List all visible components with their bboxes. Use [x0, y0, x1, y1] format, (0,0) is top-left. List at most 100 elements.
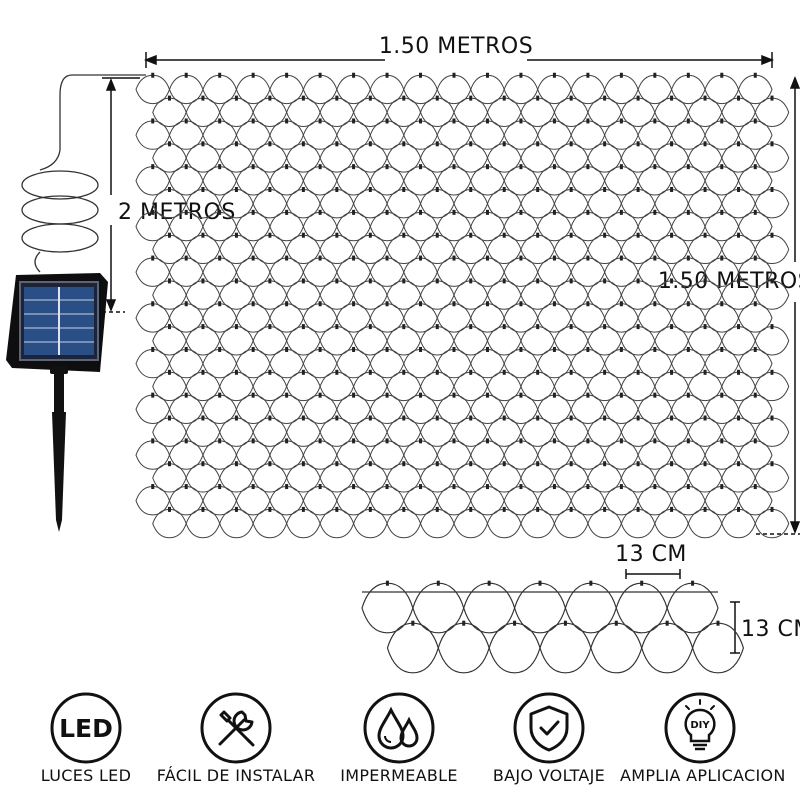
led-bulb — [589, 580, 593, 586]
led-bulb — [586, 118, 590, 124]
led-bulb — [402, 324, 406, 330]
led-bulb — [737, 461, 741, 467]
led-bulb — [552, 164, 556, 170]
led-bulb — [653, 255, 657, 261]
led-bulb — [167, 506, 171, 512]
led-bulb — [552, 209, 556, 215]
led-bulb — [703, 324, 707, 330]
led-bulb — [435, 187, 439, 193]
led-bulb — [770, 141, 774, 147]
led-bulb — [502, 232, 506, 238]
led-bulb — [368, 324, 372, 330]
led-bulb — [184, 392, 188, 398]
led-bulb — [485, 301, 489, 307]
led-bulb — [167, 278, 171, 284]
led-bulb — [469, 461, 473, 467]
led-bulb — [720, 72, 724, 78]
led-bulb — [385, 392, 389, 398]
led-bulb — [636, 506, 640, 512]
net-cell — [488, 622, 541, 674]
led-bulb — [703, 415, 707, 421]
led-bulb — [770, 278, 774, 284]
led-bulb — [653, 438, 657, 444]
led-bulb — [368, 278, 372, 284]
led-bulb — [151, 392, 155, 398]
led-bulb — [402, 187, 406, 193]
led-bulb — [234, 232, 238, 238]
led-bulb — [419, 301, 423, 307]
led-bulb — [519, 118, 523, 124]
led-bulb — [686, 438, 690, 444]
led-bulb — [569, 415, 573, 421]
led-bulb — [419, 438, 423, 444]
led-bulb — [301, 232, 305, 238]
led-bulb — [301, 141, 305, 147]
led-bulb — [218, 484, 222, 490]
led-bulb — [218, 72, 222, 78]
led-bulb — [720, 301, 724, 307]
led-bulb — [402, 461, 406, 467]
led-bulb — [402, 232, 406, 238]
led-bulb — [519, 164, 523, 170]
led-bulb — [603, 324, 607, 330]
led-bulb — [402, 369, 406, 375]
led-bulb — [318, 118, 322, 124]
ground-stake — [50, 366, 68, 532]
led-bulb — [201, 141, 205, 147]
led-bulb — [519, 209, 523, 215]
led-bulb — [184, 118, 188, 124]
net-cell — [437, 622, 490, 674]
led-bulb — [686, 255, 690, 261]
led-bulb — [502, 278, 506, 284]
led-bulb — [703, 232, 707, 238]
led-bulb — [670, 187, 674, 193]
led-bulb — [469, 324, 473, 330]
led-bulb — [151, 346, 155, 352]
power-cable — [21, 74, 146, 273]
led-bulb — [686, 301, 690, 307]
led-bulb — [435, 141, 439, 147]
led-bulb — [519, 346, 523, 352]
led-bulb — [335, 141, 339, 147]
led-bulb — [402, 506, 406, 512]
led-bulb — [436, 580, 440, 586]
led-bulb — [151, 301, 155, 307]
led-bulb — [151, 438, 155, 444]
led-bulb — [686, 72, 690, 78]
led-bulb — [670, 369, 674, 375]
led-bulb — [670, 95, 674, 101]
led-bulb — [335, 95, 339, 101]
led-bulb — [686, 209, 690, 215]
led-bulb — [234, 95, 238, 101]
led-bulb — [318, 392, 322, 398]
led-bulb — [536, 324, 540, 330]
led-bulb — [502, 369, 506, 375]
led-bulb — [603, 141, 607, 147]
water-drops-icon — [361, 690, 437, 766]
led-bulb — [184, 255, 188, 261]
led-bulb — [536, 461, 540, 467]
led-bulb — [268, 278, 272, 284]
led-bulb — [737, 141, 741, 147]
solar-panel — [6, 273, 108, 372]
led-bulb — [469, 278, 473, 284]
led-bulb — [251, 438, 255, 444]
shield-check-icon — [511, 690, 587, 766]
led-bulb — [452, 255, 456, 261]
led-bulb — [569, 461, 573, 467]
led-bulb — [285, 164, 289, 170]
led-bulb — [469, 232, 473, 238]
led-bulb — [167, 232, 171, 238]
led-bulb — [485, 484, 489, 490]
led-bulb — [402, 415, 406, 421]
led-bulb — [201, 461, 205, 467]
led-bulb — [686, 484, 690, 490]
led-bulb — [335, 415, 339, 421]
feature-label-low-voltage: BAJO VOLTAJE — [492, 766, 606, 785]
led-bulb — [552, 301, 556, 307]
led-bulb — [368, 232, 372, 238]
led-bulb — [167, 369, 171, 375]
led-bulb — [452, 301, 456, 307]
led-bulb — [569, 95, 573, 101]
led-bulb — [435, 278, 439, 284]
